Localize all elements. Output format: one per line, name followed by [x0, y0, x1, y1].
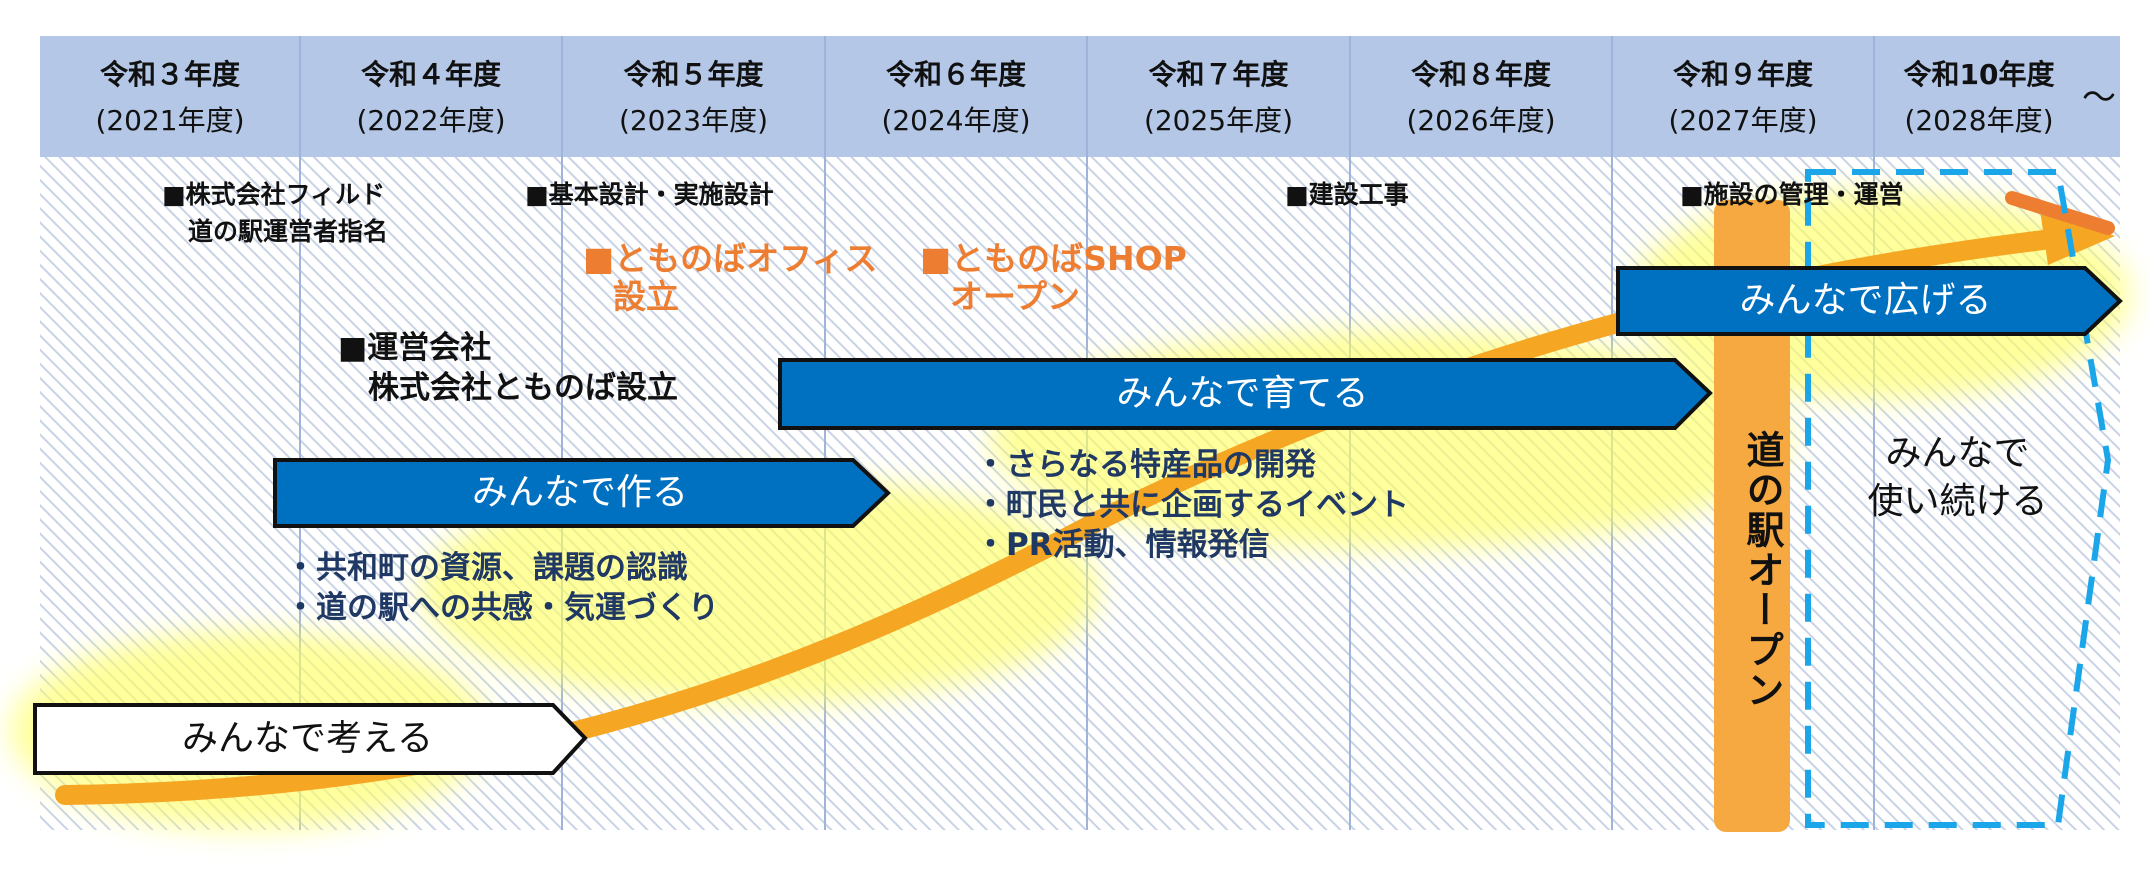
milestone-construction: ■建設工事 — [1285, 180, 1409, 209]
year-column-2022: 令和４年度 (2022年度) — [300, 36, 562, 157]
milestone-text: 設立 — [613, 277, 679, 316]
reiwa-year-label: 令和３年度 — [99, 58, 240, 91]
reiwa-year-label: 令和９年度 — [1672, 58, 1813, 91]
phase-label-keep-using: みんなで 使い続ける — [1820, 430, 2095, 526]
ongoing-use-region — [1805, 169, 2112, 828]
milestone-shop-opening: ■とものばSHOP オープン — [920, 240, 1187, 316]
phase-label-spread: みんなで広げる — [1739, 280, 1992, 321]
milestone-text: オープン — [950, 277, 1081, 316]
milestone-text: 株式会社とものば設立 — [368, 370, 678, 406]
reiwa-year-label: 令和５年度 — [623, 58, 764, 91]
reiwa-year-label: 令和８年度 — [1410, 58, 1551, 91]
phase-text: みんなで — [1885, 433, 2030, 474]
phase-label-think: みんなで考える — [182, 718, 433, 759]
phase-text: 使い続ける — [1867, 481, 2048, 522]
reiwa-year-label: 令和７年度 — [1148, 58, 1289, 91]
milestone-text: 道の駅運営者指名 — [188, 217, 389, 246]
milestone-management: ■施設の管理・運営 — [1680, 180, 1904, 209]
year-column-2024: 令和６年度 (2024年度) — [825, 36, 1087, 157]
milestone-text: ■とものばオフィス — [583, 239, 878, 278]
phase-arrow-make — [273, 458, 891, 528]
reiwa-year-label: 令和４年度 — [360, 58, 501, 91]
year-header-band — [40, 36, 2120, 157]
year-column-2025: 令和７年度 (2025年度) — [1087, 36, 1350, 157]
phase-arrow-spread — [1616, 266, 2123, 336]
michi-no-eki-opening-label: 道の駅オープン — [1740, 430, 1784, 710]
gregorian-year-label: (2026年度) — [1406, 104, 1556, 137]
reiwa-year-label: 令和６年度 — [885, 58, 1026, 91]
gregorian-year-label: (2022年度) — [356, 104, 506, 137]
year-column-2023: 令和５年度 (2023年度) — [562, 36, 825, 157]
gregorian-year-label: (2025年度) — [1143, 104, 1294, 137]
year-column-2021: 令和３年度 (2021年度) — [40, 36, 300, 157]
growth-arrow-head — [2040, 210, 2115, 265]
milestone-operating-company: ■運営会社 株式会社とものば設立 — [338, 328, 678, 408]
opening-bar — [1714, 200, 1790, 832]
milestone-design: ■基本設計・実施設計 — [525, 180, 774, 209]
phase-label-grow: みんなで育てる — [1116, 373, 1369, 414]
gregorian-year-label: (2023年度) — [618, 104, 769, 137]
milestone-text: ■とものばSHOP — [920, 239, 1187, 278]
continuation-tilde: ～ — [2082, 78, 2116, 118]
milestone-office-established: ■とものばオフィス 設立 — [583, 240, 878, 316]
bullet-item: ・町民と共に企画するイベント — [975, 487, 1409, 523]
bullet-item: ・PR活動、情報発信 — [975, 527, 1270, 563]
year-column-2028: 令和10年度 (2028年度) — [1874, 36, 2084, 157]
milestone-text: ■株式会社フィルド — [162, 180, 386, 209]
milestone-text: ■運営会社 — [338, 330, 492, 366]
gregorian-year-label: (2021年度) — [95, 104, 245, 137]
gregorian-year-label: (2027年度) — [1668, 104, 1818, 137]
year-column-2026: 令和８年度 (2026年度) — [1350, 36, 1612, 157]
growth-arrow-tip — [2005, 191, 2115, 235]
gregorian-year-label: (2024年度) — [881, 104, 1031, 137]
gregorian-year-label: (2028年度) — [1904, 104, 2054, 137]
bullet-item: ・道の駅への共感・気運づくり — [285, 590, 719, 626]
bullets-grow-phase: ・さらなる特産品の開発 ・町民と共に企画するイベント ・PR活動、情報発信 — [975, 445, 1409, 565]
bullets-make-phase: ・共和町の資源、課題の認識 ・道の駅への共感・気運づくり — [285, 548, 719, 628]
year-column-2027: 令和９年度 (2027年度) — [1612, 36, 1874, 157]
phase-arrow-grow — [778, 358, 1713, 430]
phase-label-make: みんなで作る — [471, 472, 688, 513]
reiwa-year-label: 令和10年度 — [1903, 58, 2055, 91]
milestone-operator-designation: ■株式会社フィルド 道の駅運営者指名 — [162, 176, 388, 250]
bullet-item: ・共和町の資源、課題の認識 — [285, 550, 688, 586]
phase-arrow-think — [33, 703, 588, 775]
bullet-item: ・さらなる特産品の開発 — [975, 447, 1316, 483]
